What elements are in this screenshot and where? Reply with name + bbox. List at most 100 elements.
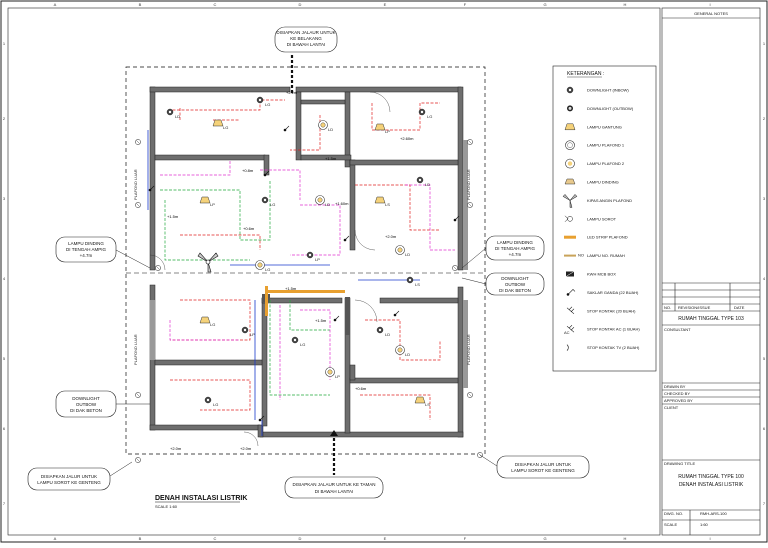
wire-red	[170, 299, 251, 341]
callout-leaders	[109, 247, 498, 477]
lamp-tag: LG	[210, 322, 215, 327]
led-strips	[265, 286, 345, 316]
grid-column-label: D	[299, 536, 302, 541]
lamp-tag: LD	[405, 252, 410, 257]
wire-red	[170, 379, 251, 411]
wire-magenta	[405, 184, 455, 251]
legend-item: LAMPU PLAFOND 1	[565, 140, 625, 150]
dimension-label: +0.6m	[243, 226, 255, 231]
legend-item: DOWNLIGHT (INBOW)	[566, 86, 629, 94]
wall-bottom-right	[259, 431, 464, 438]
legend-items: DOWNLIGHT (INBOW) DOWNLIGHT (OUTBOW) LAMPU…	[562, 86, 640, 351]
legend-item-label: KWH MCB BOX	[587, 272, 616, 277]
lampu-plafond-icon: LD	[395, 245, 410, 257]
wall-mid-h2	[261, 297, 343, 304]
callouts	[27, 26, 590, 499]
legend-item-label: STOP KONTAK TV (2 BUAH)	[587, 345, 640, 350]
column	[345, 297, 350, 335]
dimension-label: +1.60m	[335, 201, 349, 206]
saklar-ganda-icon	[566, 288, 576, 296]
grid-row-label: 1	[763, 41, 766, 46]
wall-inner-v2	[344, 91, 351, 168]
lampu-dinding-icon	[564, 178, 576, 185]
legend-item: KWH MCB BOX	[565, 271, 616, 277]
wall-inner-h3	[300, 154, 352, 161]
downlight-icon: LD	[376, 326, 390, 337]
checked-by-label: CHECKED BY	[664, 391, 690, 396]
legend-item-label: DOWNLIGHT (OUTBOW)	[587, 106, 634, 111]
saklar-icon	[393, 310, 400, 317]
led-strip	[265, 290, 345, 293]
callout-texts: DISIAPKAN JALAUR UNTUK KE BELAKANG DI BA…	[37, 30, 575, 494]
lamp-tag: LG	[300, 342, 305, 347]
no-label: NO.	[664, 305, 671, 310]
lamp-tag: LG	[270, 202, 275, 207]
kipas-angin-icon	[197, 252, 219, 273]
grid-row-label: 4	[763, 276, 766, 281]
grid-column-label: H	[624, 536, 627, 541]
scale-value: 1:60	[700, 522, 709, 527]
door-swing	[354, 299, 378, 323]
lampu-dinding-icon	[467, 202, 473, 208]
wiring	[147, 99, 455, 436]
legend-item-label: LED STRIP PLAFOND	[587, 235, 628, 240]
dwg-no-value: RMH-ARS-100	[700, 511, 727, 516]
wall-inner-v1	[295, 91, 302, 161]
downlight-icon: LG	[261, 196, 275, 207]
lampu-gantung-icon: LP	[374, 123, 390, 134]
legend-item: DOWNLIGHT (OUTBOW)	[567, 105, 634, 112]
wire-green	[164, 200, 250, 261]
plafond-luar-labels: PLAFOND LUAR PLAFOND LUAR PLAFOND LUAR P…	[133, 169, 471, 365]
dimension-label: +1.5m	[167, 214, 179, 219]
lampu-gantung-icon: LG	[199, 316, 215, 327]
grid-column-label: C	[214, 536, 217, 541]
dimension-label: +2.2m	[286, 90, 298, 95]
wall-inner-v3	[349, 159, 356, 251]
wall-right-upper	[457, 86, 464, 271]
wire-red	[365, 319, 441, 361]
drawing-title: DENAH INSTALASI LISTRIK	[155, 495, 247, 502]
legend-item: LAMPU SOROT	[564, 215, 617, 222]
callout-bottom-mid-line2: DI BAWAH LANTAI	[315, 489, 354, 494]
plafond-luar-label: PLAFOND LUAR	[133, 169, 138, 200]
plafond-luar-label: PLAFOND LUAR	[466, 169, 471, 200]
wire-red	[371, 102, 440, 131]
lamp-tag: LG	[213, 402, 218, 407]
fans	[197, 252, 219, 273]
saklar-icon	[343, 235, 350, 242]
saklar-icon	[333, 315, 340, 322]
callout-top-line2: KE BELAKANG	[290, 36, 322, 41]
wire-magenta	[290, 204, 341, 256]
plafond-luar-label: PLAFOND LUAR	[133, 334, 138, 365]
wall-bottom-step	[257, 424, 264, 438]
dimension-label: +0.6m	[355, 386, 367, 391]
callout-left-downlight-line1: DOWNLIGHT	[72, 396, 100, 401]
grid-row-label: 6	[763, 426, 766, 431]
dwg-no-label: DWG. NO.	[664, 511, 683, 516]
callout-bottom-right	[496, 455, 590, 479]
site-boundary	[125, 66, 486, 455]
grid-row-label: 2	[763, 116, 766, 121]
grid-row-label: 6	[3, 426, 6, 431]
svg-text:NO: NO	[578, 253, 584, 258]
lamp-tag: LG	[223, 125, 228, 130]
legend-item-label: STOP KONTAK (20 BUAH)	[587, 308, 636, 313]
legend-item-label: LAMPU PLAFOND 1	[587, 143, 625, 148]
callout-right-downlight-line1: DOWNLIGHT	[501, 276, 529, 281]
downlight-icon: LG	[418, 108, 432, 119]
saklar-icon	[283, 125, 290, 132]
lamp-tag: LP	[335, 374, 340, 379]
lampu-dinding-icon	[135, 139, 141, 145]
stop-kontak-icon	[566, 306, 575, 315]
dimension-label: +2.0m	[385, 234, 397, 239]
legend-item: SAKLAR GANDA (22 BUAH)	[566, 288, 639, 296]
grid-row-label: 3	[3, 196, 6, 201]
stop-kontak-ac-icon: AC	[564, 324, 575, 335]
led-strip	[265, 286, 268, 316]
drawn-by-label: DRAWN BY	[664, 384, 686, 389]
lampu-plafond-icon: LG	[255, 260, 270, 272]
lampu-plafond-1-icon	[565, 140, 575, 150]
